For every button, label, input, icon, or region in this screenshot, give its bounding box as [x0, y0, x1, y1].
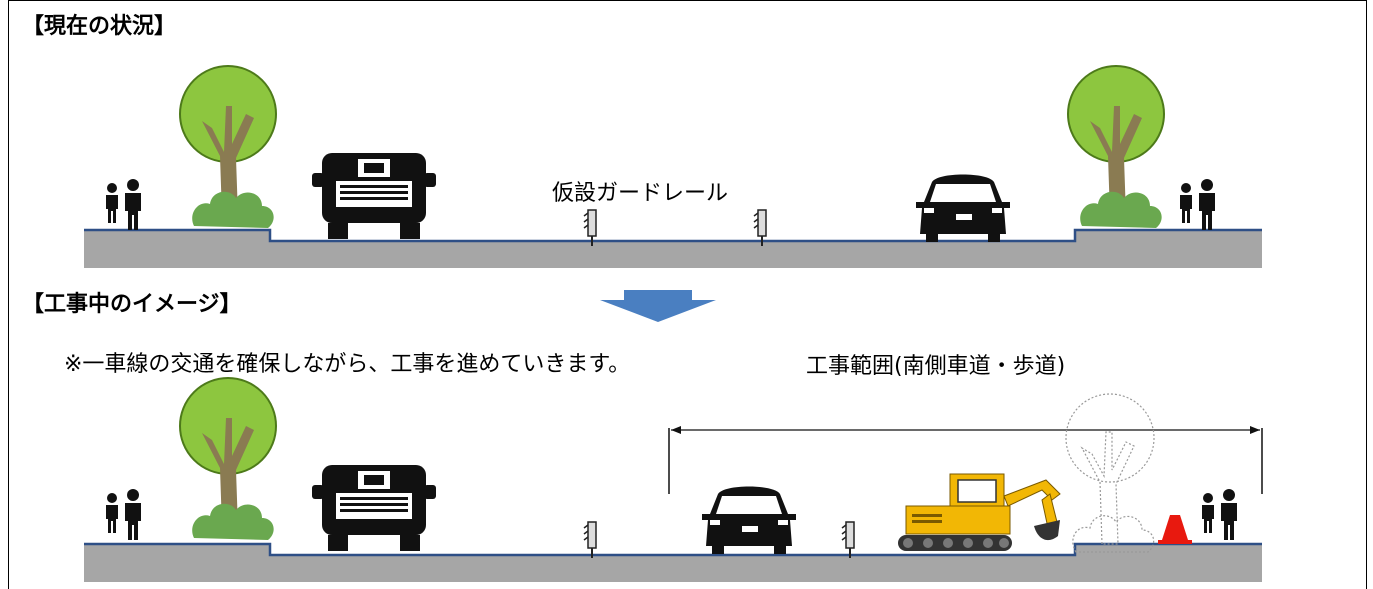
traffic-cone-icon	[1158, 515, 1192, 544]
current-road	[84, 228, 1262, 268]
down-arrow-icon	[600, 290, 716, 322]
tree-icon	[1067, 65, 1165, 229]
removed-tree-icon	[1065, 393, 1155, 553]
current-heading: 【現在の状況】	[22, 14, 177, 39]
car-icon	[702, 486, 796, 554]
tree-icon	[179, 377, 277, 541]
construction-range-dimension	[668, 426, 1263, 494]
tree-icon	[179, 65, 277, 229]
construction-heading: 【工事中のイメージ】	[22, 292, 242, 317]
diagram-frame	[8, 0, 1367, 589]
truck-icon	[312, 153, 436, 239]
construction-road	[84, 542, 1262, 582]
pedestrians-icon	[106, 179, 141, 230]
pedestrians-icon	[1202, 489, 1237, 540]
construction-note: ※一車線の交通を確保しながら、工事を進めていきます。	[64, 352, 631, 377]
pedestrians-icon	[106, 489, 141, 540]
construction-range-label: 工事範囲(南側車道・歩道)	[806, 354, 1066, 379]
car-icon	[916, 174, 1010, 242]
excavator-icon	[898, 473, 1061, 551]
truck-icon	[312, 465, 436, 551]
pedestrians-icon	[1180, 179, 1215, 230]
guardrail-label: 仮設ガードレール	[552, 181, 729, 206]
guardrail-post-icon	[841, 521, 855, 559]
guardrail-post-icon	[583, 521, 597, 559]
